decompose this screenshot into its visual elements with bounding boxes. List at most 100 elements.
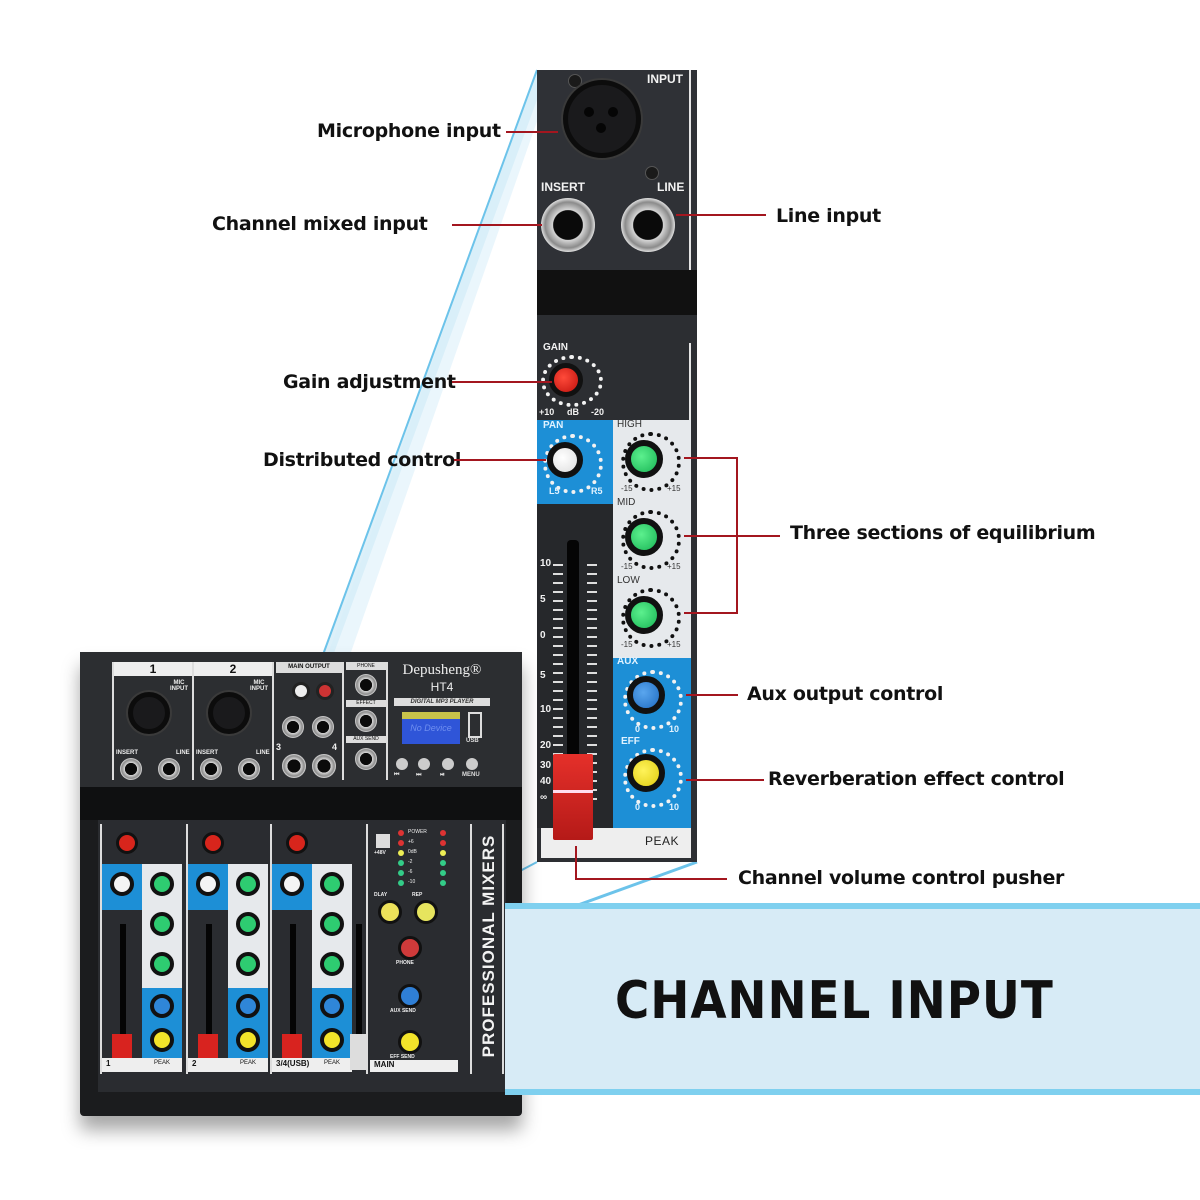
fader-tick [587,717,597,719]
insert-label: INSERT [116,750,139,756]
mini-mid-knob[interactable] [150,912,174,936]
meter-label: 0dB [408,849,417,855]
phantom-power-button[interactable] [376,834,390,848]
pan-left-label: L5 [549,486,560,496]
mini-eff-knob[interactable] [150,1028,174,1052]
mini-aux-knob[interactable] [320,994,344,1018]
play-pause-button[interactable] [442,758,454,770]
eq-scale-ring [621,432,681,492]
rep-knob[interactable] [414,900,438,924]
line-jack[interactable] [158,758,180,780]
usb-port[interactable] [468,712,482,738]
meter-led-right [440,860,446,866]
ch4-jack[interactable] [312,754,336,778]
menu-button[interactable] [466,758,478,770]
meter-led-left [398,870,404,876]
insert-jack[interactable] [541,198,595,252]
mixer-unit: 1 MIC INPUT INSERT LINE 2 MIC INPUT INSE… [80,652,522,1116]
dlay-knob[interactable] [378,900,402,924]
phone-knob-label: PHONE [396,960,414,966]
mini-gain-knob[interactable] [116,832,138,854]
next-button[interactable] [418,758,430,770]
mini-mid-knob[interactable] [236,912,260,936]
eq-low-knob[interactable] [625,596,663,634]
meter-led-right [440,870,446,876]
side-panel: PROFESSIONAL MIXERS [470,824,504,1074]
mini-channel-strip: 2 PEAK [186,824,270,1074]
channel-fader-knob[interactable] [553,754,593,840]
leader-channel-mixed-input [452,224,542,226]
mini-gain-knob[interactable] [202,832,224,854]
aux-send-jack[interactable] [355,748,377,770]
mini-pan-knob[interactable] [196,872,220,896]
eq-high-knob[interactable] [625,440,663,478]
mini-low-knob[interactable] [236,952,260,976]
mini-pan-knob[interactable] [110,872,134,896]
mini-aux-knob[interactable] [236,994,260,1018]
eq-mid-knob[interactable] [625,518,663,556]
next-icon: ⏭ [416,772,422,778]
mini-high-knob[interactable] [150,872,174,896]
fader-tick [587,609,597,611]
meter-led-left [398,840,404,846]
xlr-jack[interactable] [208,692,250,734]
mini-label-strip: 1 PEAK [102,1058,182,1072]
input-section: INPUT INSERT LINE [537,70,697,270]
meter-label: POWER [408,829,427,835]
insert-label: INSERT [196,750,219,756]
main-fader-knob[interactable] [350,1034,368,1070]
xlr-jack[interactable] [128,692,170,734]
meter-label: -2 [408,859,413,865]
eff-knob[interactable] [627,754,665,792]
gain-knob[interactable] [549,363,583,397]
fader-tick [553,744,563,746]
insert-jack[interactable] [200,758,222,780]
rca-right[interactable] [316,682,334,700]
mini-low-knob[interactable] [320,952,344,976]
line-jack[interactable] [238,758,260,780]
eff-scale-ring [623,748,683,808]
gain-max-label: -20 [591,407,605,417]
mini-aux-knob[interactable] [150,994,174,1018]
main-output-section: MAIN OUTPUT 3 4 [276,662,344,780]
fader-tick [553,636,563,638]
phone-jack[interactable] [355,674,377,696]
fader-scale-label: ∞ [540,792,548,803]
insert-jack[interactable] [120,758,142,780]
main-out-r-jack[interactable] [312,716,334,738]
mp3-player-label: DIGITAL MP3 PLAYER [394,698,490,706]
fader-scale-label: 20 [540,740,552,751]
meter-label: +6 [408,839,414,845]
rep-label: REP [412,892,423,898]
effect-jack[interactable] [355,710,377,732]
mini-high-knob[interactable] [236,872,260,896]
ch3-jack[interactable] [282,754,306,778]
mini-eff-knob[interactable] [320,1028,344,1052]
eq-max-label: +15 [667,484,681,493]
aux-send-knob[interactable] [398,984,422,1008]
main-out-l-jack[interactable] [282,716,304,738]
pan-knob[interactable] [547,442,583,478]
pan-section: PAN L5 R5 [537,420,613,504]
eff-send-knob-label: EFF SEND [390,1054,415,1060]
aux-max-label: 10 [669,724,680,734]
phantom-label: +48V [374,850,386,856]
prev-button[interactable] [396,758,408,770]
mini-mid-knob[interactable] [320,912,344,936]
eff-send-knob[interactable] [398,1030,422,1054]
aux-knob[interactable] [627,676,665,714]
mini-low-knob[interactable] [150,952,174,976]
fader-tick [587,681,597,683]
phone-knob[interactable] [398,936,422,960]
line-jack[interactable] [621,198,675,252]
mini-pan-knob[interactable] [280,872,304,896]
xlr-microphone-jack[interactable] [563,80,641,158]
mini-gain-knob[interactable] [286,832,308,854]
pan-label: PAN [543,420,564,431]
fader-tick [553,654,563,656]
mini-label-strip: 2 PEAK [188,1058,268,1072]
rca-left[interactable] [292,682,310,700]
page-title: CHANNEL INPUT [615,971,1054,1031]
mini-eff-knob[interactable] [236,1028,260,1052]
mini-high-knob[interactable] [320,872,344,896]
